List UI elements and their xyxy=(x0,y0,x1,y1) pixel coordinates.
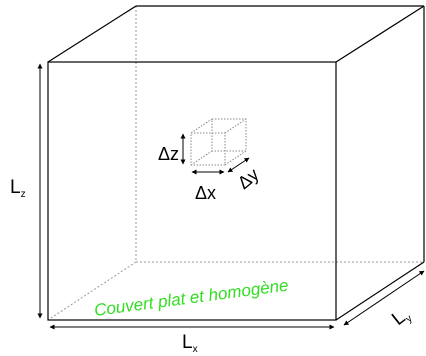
dy-label: Δy xyxy=(234,164,263,193)
ground-label: Couvert plat et homogène xyxy=(93,276,289,320)
dy-arrow xyxy=(227,157,250,173)
small-cell-front-face xyxy=(190,132,226,166)
dimension-arrows xyxy=(37,63,425,330)
bottom-right-depth-edge xyxy=(335,261,425,321)
ly-label: Ly xyxy=(388,304,414,332)
small-cell-edge xyxy=(190,118,213,134)
large-box-front-face xyxy=(47,61,337,321)
large-box-edges xyxy=(47,5,425,321)
large-box-hidden-edges xyxy=(47,6,424,321)
dz-label: Δz xyxy=(158,144,179,164)
small-cell xyxy=(190,118,247,166)
lz-label: Lz xyxy=(10,177,26,200)
top-right-depth-edge xyxy=(335,5,425,63)
lx-label: Lx xyxy=(182,332,198,355)
small-cell-edge xyxy=(224,150,247,166)
small-cell-back-face xyxy=(211,118,247,152)
small-cell-edge xyxy=(190,150,213,166)
ly-arrow xyxy=(343,270,425,326)
hidden-left-bottom-edge xyxy=(47,261,137,321)
top-left-depth-edge xyxy=(47,5,137,63)
dx-label: Δx xyxy=(195,183,216,203)
small-cell-edge xyxy=(224,118,247,134)
